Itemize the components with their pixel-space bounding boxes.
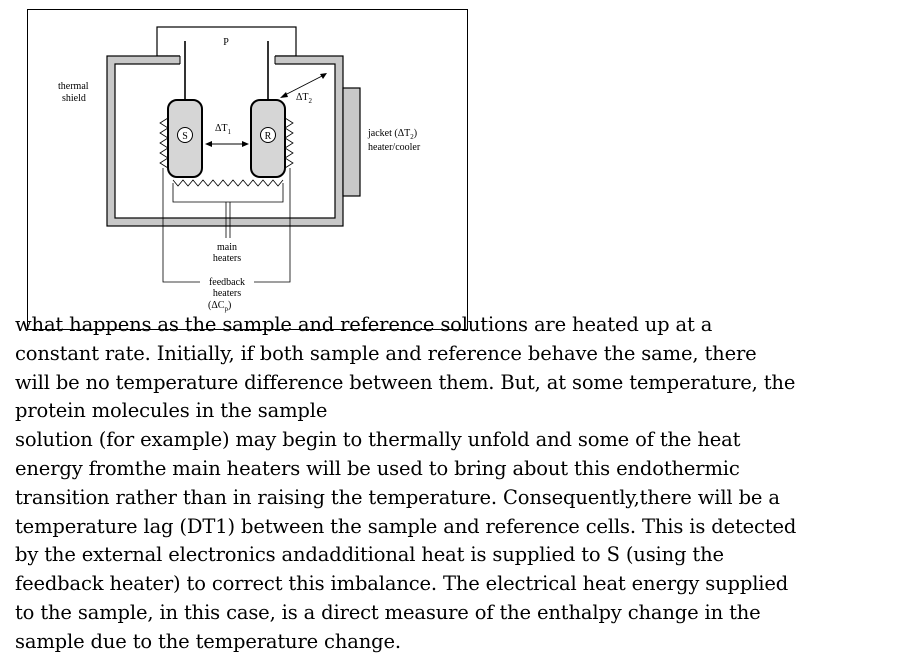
dsc-instrument-diagram: P S R ΔT1: [27, 9, 468, 330]
svg-text:ΔT1: ΔT1: [215, 123, 232, 136]
text-line: by the external electronics andadditiona…: [15, 543, 724, 567]
delta-t1-label: ΔT: [215, 123, 228, 134]
text-line: energy fromthe main heaters will be used…: [15, 456, 740, 480]
jacket-label-subscript: 2: [410, 133, 414, 141]
sample-cell-label: S: [182, 131, 188, 142]
jacket-label-close: ): [414, 128, 417, 139]
svg-text:(ΔCp): (ΔCp): [208, 300, 231, 313]
jacket-label-line2: heater/cooler: [368, 142, 421, 153]
text-line: to the sample, in this case, is a direct…: [15, 600, 761, 624]
thermal-shield-label-line2: shield: [62, 93, 86, 104]
sample-cell: S: [159, 99, 203, 178]
text-line: temperature lag (DT1) between the sample…: [15, 514, 797, 538]
sample-zigzag-heater: [159, 117, 169, 169]
feedback-heaters-label-line1: feedback: [209, 277, 245, 288]
delta-t1-subscript: 1: [228, 128, 232, 136]
delta-t1-arrow: ΔT1: [205, 123, 249, 147]
thermal-shield: [106, 55, 344, 227]
feedback-heaters-label-line3: (ΔC: [208, 300, 225, 311]
pressure-label: P: [223, 37, 229, 48]
text-line: transition rather than in raising the te…: [15, 485, 780, 509]
main-heater-zigzag: [172, 179, 284, 187]
feedback-heaters-subscript: p: [224, 305, 228, 313]
reference-zigzag-heater: [284, 117, 294, 169]
main-heaters-label-line1: main: [217, 242, 237, 253]
svg-text:jacket (ΔT2): jacket (ΔT2): [367, 128, 417, 141]
pressure-cap: P: [156, 26, 297, 57]
main-heaters-label-line2: heaters: [213, 253, 241, 264]
feedback-lead-left: [162, 168, 200, 283]
jacket-heater-cooler: [342, 87, 361, 197]
reference-cell: R: [250, 99, 294, 178]
feedback-heaters-label-line2: heaters: [213, 288, 241, 299]
svg-text:ΔT2: ΔT2: [296, 92, 313, 105]
delta-t2-subscript: 2: [309, 97, 313, 105]
text-line: constant rate. Initially, if both sample…: [15, 341, 757, 365]
body-paragraph: what happens as the sample and reference…: [15, 311, 910, 657]
text-line: what happens as the sample and reference…: [15, 313, 713, 336]
feedback-lead-right: [254, 168, 291, 283]
text-line: will be no temperature difference betwee…: [15, 370, 796, 394]
feedback-heaters-close: ): [228, 300, 231, 311]
delta-t2-arrow: ΔT2: [280, 73, 327, 105]
text-line: solution (for example) may begin to ther…: [15, 428, 741, 452]
jacket-label-line1: jacket (ΔT: [367, 128, 410, 139]
text-line: feedback heater) to correct this imbalan…: [15, 572, 789, 596]
delta-t2-label: ΔT: [296, 92, 309, 103]
figure-frame: [27, 9, 468, 330]
text-line: sample due to the temperature change.: [15, 629, 401, 653]
thermal-shield-label-line1: thermal: [58, 81, 89, 92]
text-line: protein molecules in the sample: [15, 399, 328, 423]
reference-cell-label: R: [265, 131, 272, 142]
